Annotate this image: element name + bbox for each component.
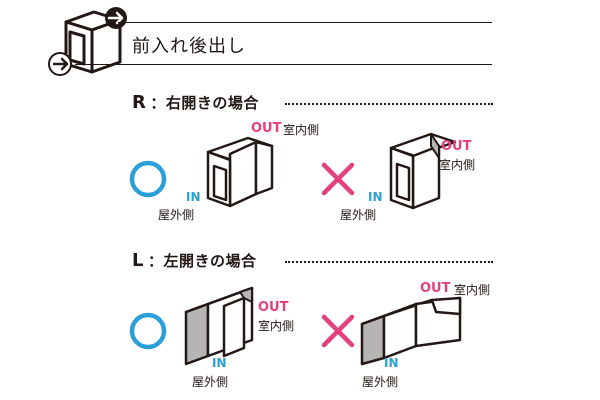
section-r-title: R：右開きの場合: [132, 92, 259, 113]
correct-circle-mark: [129, 312, 167, 350]
l-incorrect-in-label: IN: [384, 356, 399, 370]
page-title: 前入れ後出し: [132, 36, 246, 57]
section-l-label: ：左開きの場合: [147, 252, 257, 270]
r-incorrect-in-label: IN: [368, 190, 383, 204]
header-bottom-rule: [75, 64, 492, 65]
cabinet-r-correct-diagram: [206, 136, 274, 208]
l-correct-in-label: IN: [212, 356, 227, 370]
r-incorrect-out-text: 室内側: [439, 158, 476, 172]
cabinet-l-incorrect-diagram: [360, 296, 462, 366]
r-correct-out-label: OUT: [251, 121, 282, 136]
r-correct-out-text: 室内側: [283, 123, 320, 137]
r-correct-in-label: IN: [186, 190, 201, 204]
header-top-rule: [118, 22, 492, 23]
section-l-dotted-rule: [285, 261, 493, 263]
section-r-dotted-rule: [285, 103, 493, 105]
section-r-label: ：右開きの場合: [150, 94, 259, 112]
r-incorrect-in-text: 屋外側: [340, 208, 377, 222]
section-l-title: L：左開きの場合: [132, 250, 257, 271]
l-correct-out-text: 室内側: [258, 319, 295, 333]
l-correct-in-text: 屋外側: [192, 375, 229, 389]
section-r-key: R: [132, 92, 147, 113]
r-correct-in-text: 屋外側: [158, 208, 195, 222]
l-correct-out-label: OUT: [258, 300, 289, 315]
cabinet-arrows-icon: [48, 7, 127, 76]
incorrect-cross-mark: [321, 314, 355, 348]
incorrect-cross-mark: [321, 162, 355, 196]
section-l-key: L: [132, 250, 144, 271]
l-incorrect-out-text: 室内側: [454, 283, 491, 297]
l-incorrect-in-text: 屋外側: [362, 375, 399, 389]
cabinet-r-incorrect-diagram: [389, 132, 457, 210]
l-incorrect-out-label: OUT: [420, 281, 451, 296]
cabinet-l-correct-diagram: [184, 286, 254, 366]
correct-circle-mark: [129, 160, 167, 198]
r-incorrect-out-label: OUT: [441, 139, 472, 154]
